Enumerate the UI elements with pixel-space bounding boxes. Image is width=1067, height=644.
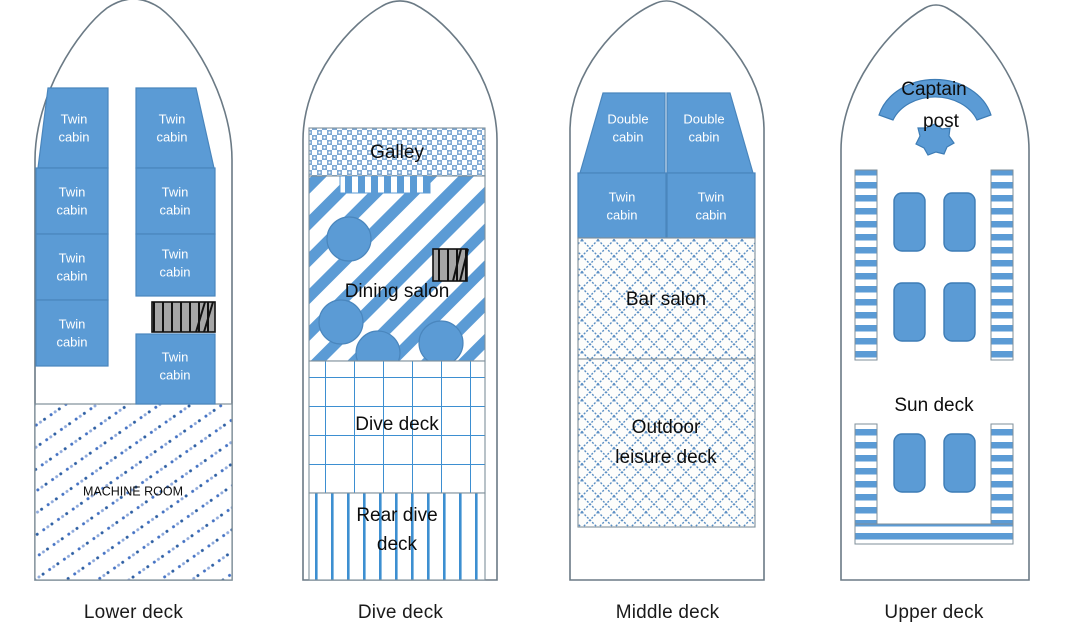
area-captain-post-line1: Captain xyxy=(901,79,967,100)
captain-post-arc-icon xyxy=(878,78,992,121)
railing-icon-aft-right xyxy=(990,423,1014,525)
area-outdoor-leisure-deck-line1: Outdoor xyxy=(632,417,701,438)
deck-caption-dive: Dive deck xyxy=(357,602,444,623)
area-dive-deck xyxy=(308,360,486,494)
cabin-right-1-line2: cabin xyxy=(156,129,187,144)
galley-counter-icon xyxy=(339,176,431,194)
sun-lounger-icon-4 xyxy=(943,282,976,342)
area-rear-dive-deck xyxy=(308,492,486,581)
cabin-left-4-line1: Twin xyxy=(59,316,86,331)
dining-table-icon-1 xyxy=(326,216,372,262)
cabin-double-right-line2: cabin xyxy=(688,129,719,144)
hull-outline xyxy=(840,4,1030,581)
railing-icon-stern xyxy=(854,523,1014,545)
staircase-icon xyxy=(432,248,469,282)
deck-caption-middle: Middle deck xyxy=(615,602,720,623)
cabin-left-1 xyxy=(37,87,109,169)
cabin-left-4-line2: cabin xyxy=(56,334,87,349)
dining-table-icon-3 xyxy=(355,330,401,361)
deck-panel-middle: Double cabin Double cabin Twin cabin Twi… xyxy=(534,0,801,644)
dining-table-icon-4 xyxy=(418,320,464,361)
sun-lounger-icon-3 xyxy=(893,282,926,342)
cabin-left-1-line2: cabin xyxy=(58,129,89,144)
sun-lounger-icon-6 xyxy=(943,433,976,493)
deck-caption-upper: Upper deck xyxy=(884,602,984,623)
area-galley xyxy=(308,127,486,177)
cabin-right-3-line1: Twin xyxy=(162,246,189,261)
cabin-twin-right-line1: Twin xyxy=(698,189,725,204)
deck-panel-dive: Galley Dining salon Dive deck xyxy=(267,0,534,644)
cabin-twin-right xyxy=(666,172,756,239)
cabin-left-3-line2: cabin xyxy=(56,268,87,283)
sun-lounger-icon-1 xyxy=(893,192,926,252)
dive-deck-drawing: Galley Dining salon Dive deck xyxy=(302,0,498,581)
area-bar-salon xyxy=(577,237,756,360)
railing-icon-aft-left xyxy=(854,423,878,525)
cabin-double-left-line1: Double xyxy=(607,111,648,126)
deck-panel-lower: MACHINE ROOM Twin cabin Twin cabin Twin … xyxy=(0,0,267,644)
area-outdoor-leisure-deck-line2: leisure deck xyxy=(615,447,717,468)
cabin-twin-left xyxy=(577,172,667,239)
cabin-right-2-line2: cabin xyxy=(159,202,190,217)
dining-table-icon-2 xyxy=(318,299,364,345)
sun-lounger-icon-5 xyxy=(893,433,926,493)
area-galley-label: Galley xyxy=(370,142,424,163)
cabin-right-4-line1: Twin xyxy=(162,349,189,364)
cabin-double-left-line2: cabin xyxy=(612,129,643,144)
cabin-left-2 xyxy=(35,167,109,235)
cabin-left-4 xyxy=(35,299,109,367)
area-outdoor-leisure-deck xyxy=(577,358,756,528)
cabin-left-2-line2: cabin xyxy=(56,202,87,217)
area-dive-deck-label: Dive deck xyxy=(355,414,439,435)
cabin-right-4 xyxy=(135,333,216,405)
deck-panel-upper: Captain post Sun deck Upper deck xyxy=(801,0,1067,644)
cabin-right-2-line1: Twin xyxy=(162,184,189,199)
cabin-right-2 xyxy=(135,167,216,235)
area-rear-dive-deck-line2: deck xyxy=(377,534,418,555)
area-sun-deck-label: Sun deck xyxy=(894,395,974,416)
railing-icon-fwd-right xyxy=(990,169,1014,361)
area-bar-salon-label: Bar salon xyxy=(626,289,706,310)
area-captain-post-line2: post xyxy=(923,111,960,132)
lower-deck-drawing: MACHINE ROOM Twin cabin Twin cabin Twin … xyxy=(34,0,233,581)
cabin-right-1-line1: Twin xyxy=(159,111,186,126)
cabin-left-2-line1: Twin xyxy=(59,184,86,199)
staircase-icon xyxy=(151,301,216,333)
area-machine-room xyxy=(34,403,233,581)
cabin-right-3-line2: cabin xyxy=(159,264,190,279)
area-dining-salon-label: Dining salon xyxy=(345,281,450,302)
middle-deck-drawing: Double cabin Double cabin Twin cabin Twi… xyxy=(569,0,765,581)
cabin-left-1-line1: Twin xyxy=(61,111,88,126)
cabin-twin-left-line2: cabin xyxy=(606,207,637,222)
area-rear-dive-deck-line1: Rear dive xyxy=(356,505,437,526)
cabin-twin-right-line2: cabin xyxy=(695,207,726,222)
cabin-right-3 xyxy=(135,233,216,297)
cabin-double-right-line1: Double xyxy=(683,111,724,126)
deck-caption-lower: Lower deck xyxy=(83,602,184,623)
cabin-left-3-line1: Twin xyxy=(59,250,86,265)
cabin-left-3 xyxy=(35,233,109,301)
area-machine-room-label: MACHINE ROOM xyxy=(83,484,183,498)
cabin-twin-left-line1: Twin xyxy=(609,189,636,204)
upper-deck-drawing: Captain post Sun deck xyxy=(840,4,1030,581)
captain-post-seat-icon xyxy=(915,123,955,156)
railing-icon-fwd-left xyxy=(854,169,878,361)
sun-lounger-icon-2 xyxy=(943,192,976,252)
cabin-right-4-line2: cabin xyxy=(159,367,190,382)
